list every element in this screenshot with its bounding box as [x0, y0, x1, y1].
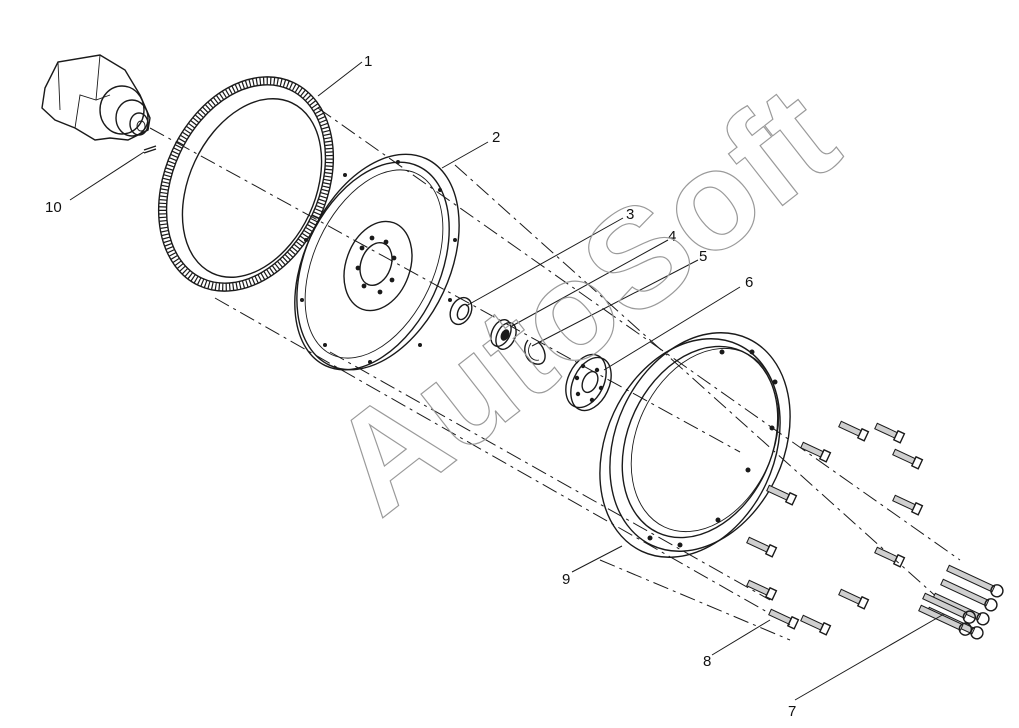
- callout-10: 10: [45, 199, 62, 216]
- adapter-housing: [599, 332, 791, 558]
- callout-3: 3: [626, 206, 634, 223]
- callout-5: 5: [699, 248, 707, 265]
- callout-1: 1: [364, 53, 372, 70]
- crankshaft-end: [41, 54, 157, 154]
- callout-9: 9: [562, 571, 570, 588]
- callout-8: 8: [703, 653, 711, 670]
- ring-gear: [157, 76, 335, 292]
- leader-lines: [69, 61, 945, 701]
- callout-labels: 1 2 3 4 5 6 7 8 9 10: [45, 53, 796, 720]
- flywheel: [294, 153, 460, 371]
- callout-6: 6: [745, 274, 753, 291]
- short-bolts: [746, 420, 924, 636]
- callout-4: 4: [668, 228, 676, 245]
- pilot-bearing: [490, 319, 517, 350]
- callout-2: 2: [492, 129, 500, 146]
- seal-ring: [449, 296, 473, 326]
- long-bolts: [918, 564, 1004, 640]
- spacer-plate: [565, 353, 612, 412]
- circlip: [524, 339, 546, 365]
- callout-7: 7: [788, 703, 796, 720]
